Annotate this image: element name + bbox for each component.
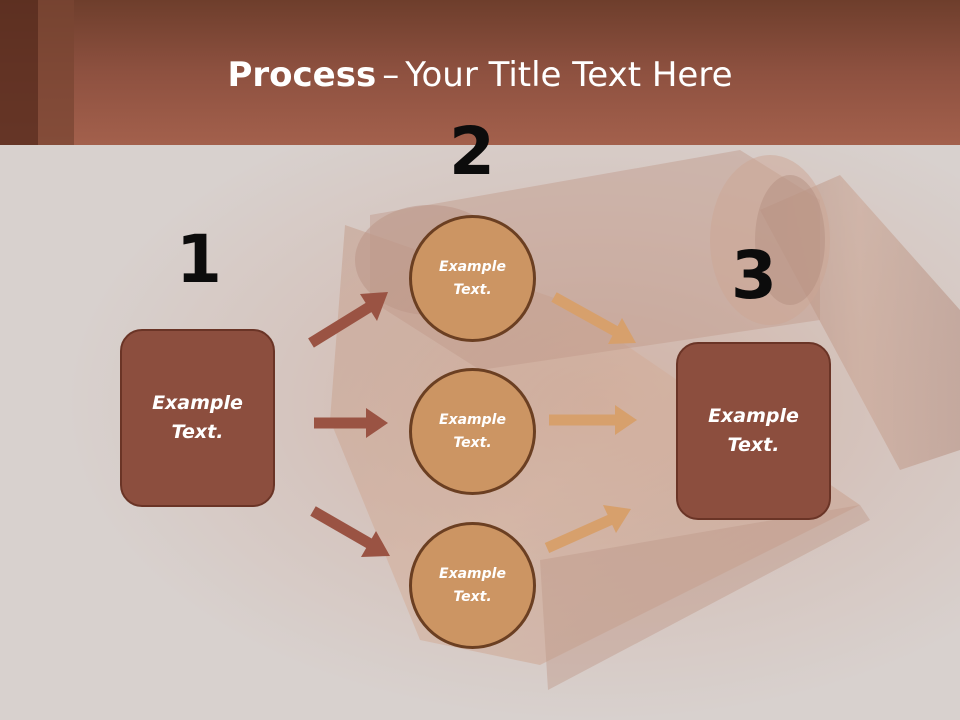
step-number-1: 1 <box>176 221 222 298</box>
arrow-left-to-top <box>308 292 388 348</box>
header-accent-stripe <box>38 0 74 145</box>
slide-title[interactable]: Process–Your Title Text Here <box>0 52 960 98</box>
right-step-box[interactable]: Example Text. <box>676 342 831 520</box>
arrow-top-to-right <box>551 292 636 344</box>
header-accent-stripe <box>0 0 38 145</box>
middle-circle-top[interactable]: Example Text. <box>409 215 536 342</box>
arrow-left-to-middle <box>314 408 388 438</box>
title-bar <box>0 0 960 145</box>
step-number-3: 3 <box>731 237 777 314</box>
middle-circle-bottom[interactable]: Example Text. <box>409 522 536 649</box>
step-number-2: 2 <box>449 113 495 190</box>
arrow-middle-to-right <box>549 405 637 435</box>
left-step-box[interactable]: Example Text. <box>120 329 275 507</box>
title-bold-part: Process <box>227 55 377 95</box>
arrow-left-to-bottom <box>310 506 390 557</box>
middle-circle-middle[interactable]: Example Text. <box>409 368 536 495</box>
title-dash: – <box>382 55 400 95</box>
arrow-bottom-to-right <box>544 505 631 554</box>
title-rest: Your Title Text Here <box>405 55 733 95</box>
